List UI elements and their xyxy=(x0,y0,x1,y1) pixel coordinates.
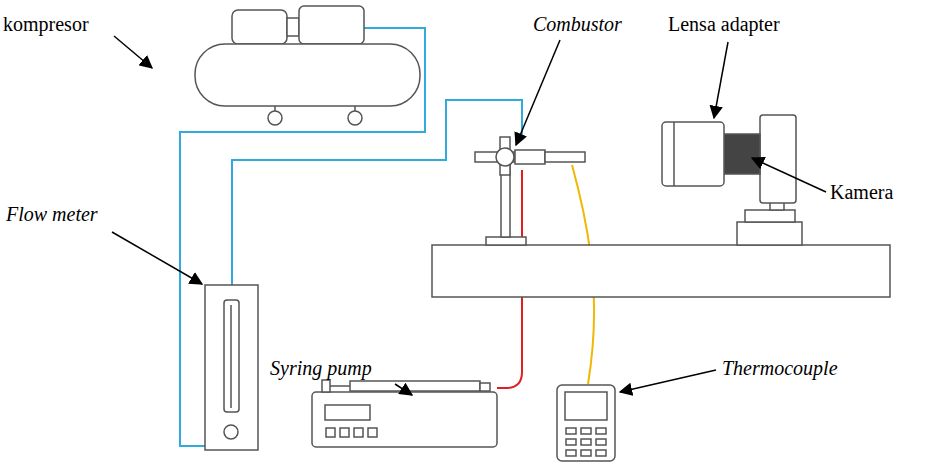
syringe-pump-symbol xyxy=(312,380,497,447)
part-label: Flow meter xyxy=(6,203,98,225)
combustor-symbol xyxy=(475,137,585,245)
label-holder: Kamera xyxy=(830,180,893,204)
label-holder: Flow meter xyxy=(6,202,98,226)
part-label: Kamera xyxy=(830,181,893,203)
label-holder: Thermocouple xyxy=(722,356,838,380)
flow-meter-symbol xyxy=(205,285,258,450)
label-holder: Lensa adapter xyxy=(668,12,780,36)
part-label: Thermocouple xyxy=(722,357,838,379)
air-hose xyxy=(180,28,522,446)
label-holder: kompresor xyxy=(3,12,89,36)
thermocouple-reader-symbol xyxy=(557,385,615,461)
label-holder: Combustor xyxy=(533,12,622,36)
compressor-symbol xyxy=(195,6,420,125)
part-label: Combustor xyxy=(533,13,622,35)
lens-adapter-symbol xyxy=(662,122,724,186)
leader-arrow xyxy=(112,36,826,395)
optical-table xyxy=(432,245,890,297)
label-holder: Syring pump xyxy=(270,356,372,380)
part-label: Syring pump xyxy=(270,357,372,379)
camera-symbol xyxy=(724,115,802,245)
part-label: kompresor xyxy=(3,13,89,35)
part-label: Lensa adapter xyxy=(668,13,780,35)
